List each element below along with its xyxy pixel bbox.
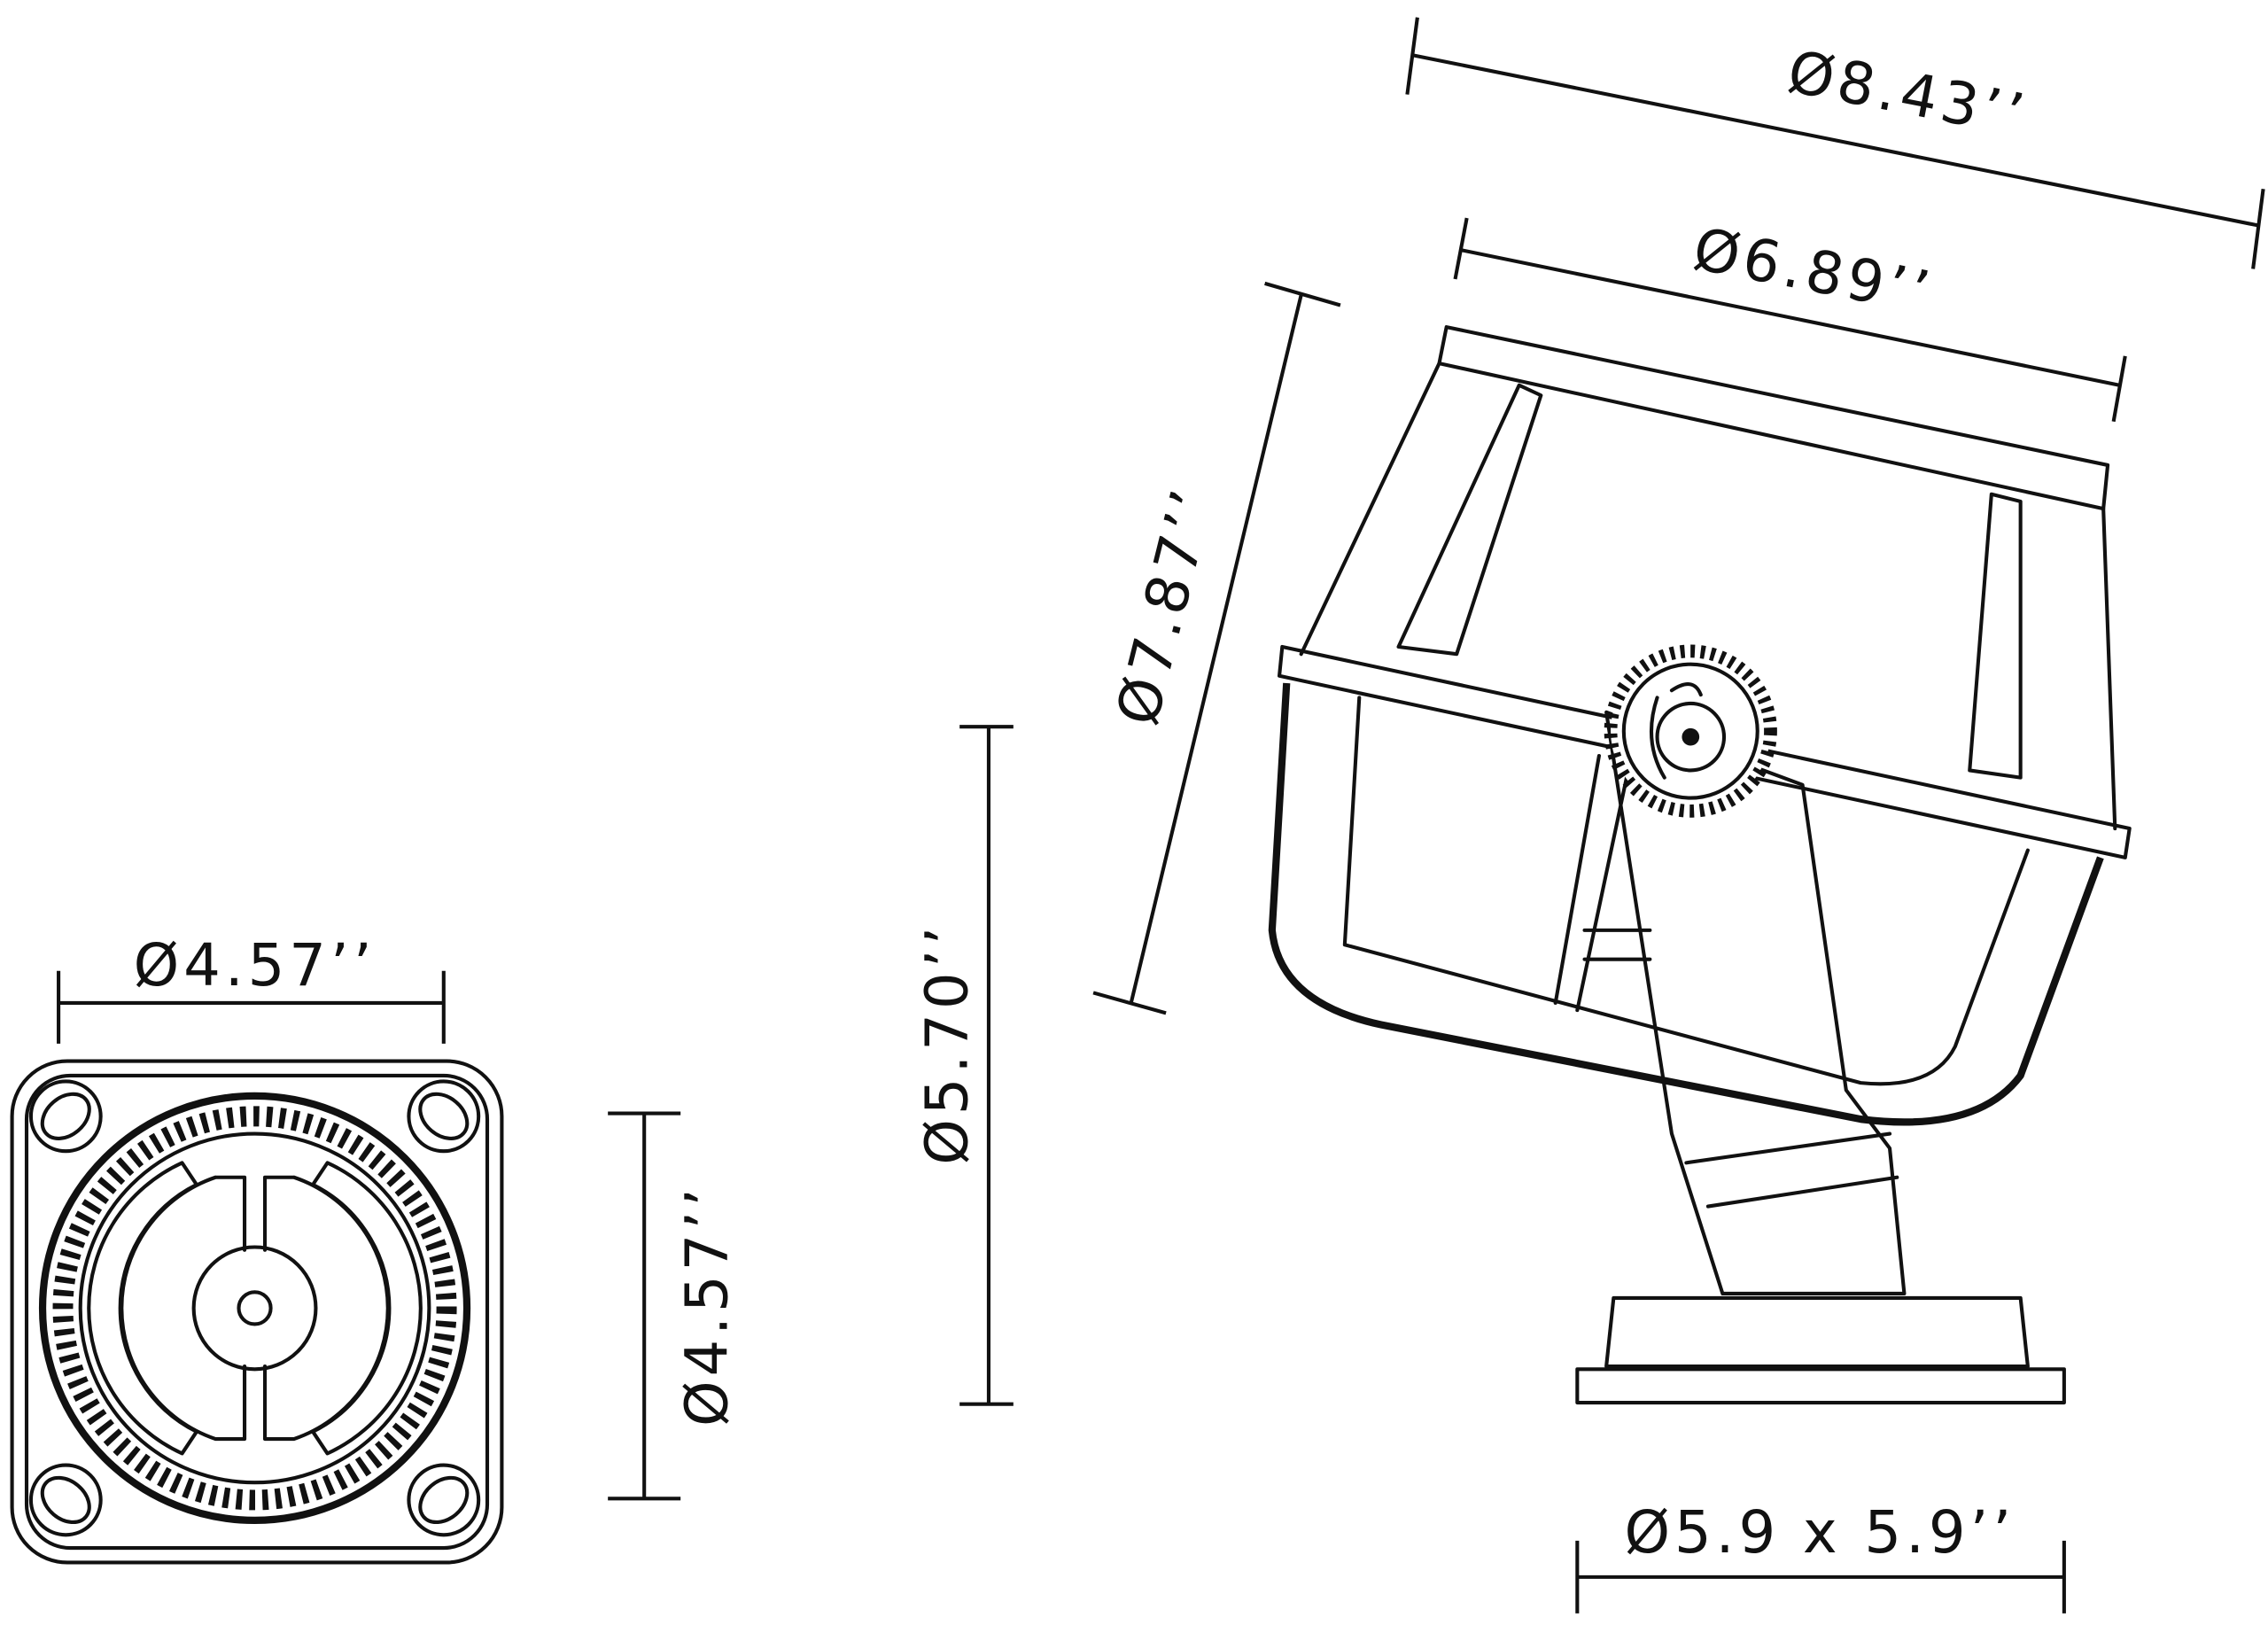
mount-hole [407, 1463, 481, 1537]
mount-hole [28, 1463, 103, 1537]
yoke-inner [1553, 753, 1652, 1013]
mount-hole [28, 1079, 103, 1154]
label-front-height: Ø4.57’’ [674, 1184, 742, 1427]
front-view [10, 1059, 504, 1565]
center-plate-left [120, 1175, 247, 1442]
label-base-size: Ø5.9 x 5.9’’ [1624, 1499, 2016, 1567]
center-hub [191, 1245, 318, 1372]
mid-band [1277, 644, 2132, 859]
fin-right [1968, 492, 2023, 780]
lens-arc-left [87, 1161, 198, 1456]
dimension-front-height: Ø4.57’’ [608, 1111, 742, 1501]
dimension-total-height: Ø5.70’’ [913, 725, 1014, 1406]
fin-left [1396, 383, 1543, 657]
dimension-front-width: Ø4.57’’ [57, 932, 446, 1044]
yoke-arm [1604, 710, 1907, 1296]
pivot-slot [1649, 682, 1703, 780]
label-head-height: Ø7.87’’ [1104, 480, 1228, 732]
label-top-width: Ø6.89’’ [1688, 215, 1938, 328]
label-total-height: Ø5.70’’ [913, 922, 981, 1165]
inner-ring [78, 1131, 431, 1485]
pivot-screw [1682, 727, 1700, 746]
lens-arc-right [311, 1161, 423, 1456]
front-housing-outline [10, 1059, 504, 1565]
outer-ring [38, 1092, 471, 1524]
pivot-hub [1655, 701, 1727, 773]
base-plate [1575, 1367, 2066, 1405]
base-top [1604, 1295, 2030, 1369]
front-housing-inner [24, 1073, 490, 1551]
center-plate-right [262, 1175, 390, 1442]
pivot-knob-inner [1621, 662, 1759, 800]
label-front-width: Ø4.57’’ [134, 932, 377, 999]
side-view [1268, 325, 2132, 1405]
lens-window [1342, 696, 2030, 1086]
top-rim [1437, 325, 2110, 511]
mount-hole [407, 1079, 481, 1154]
dimension-base-size: Ø5.9 x 5.9’’ [1575, 1499, 2066, 1613]
lower-shell [1268, 682, 2104, 1126]
dimension-overall-width: Ø8.43’’ [1405, 17, 2265, 269]
yoke-band [1684, 1131, 1899, 1209]
label-overall-width: Ø8.43’’ [1783, 38, 2033, 151]
knurled-ring [52, 1106, 457, 1511]
head-sides [1299, 362, 2117, 831]
center-hole [237, 1290, 273, 1326]
